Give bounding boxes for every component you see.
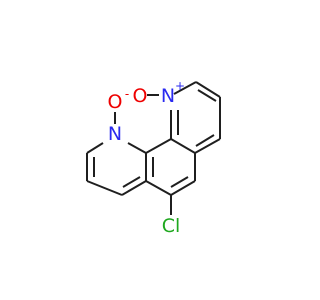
bond-c7-c6a [121, 180, 147, 196]
bond-c10b-c10a [145, 138, 172, 154]
bond-n2-c9 [86, 142, 104, 154]
bond-c7-c6a-inner [122, 176, 141, 188]
bond-c4a-c10b [170, 138, 196, 154]
bond-c6-c6a [145, 180, 172, 196]
bond-c2-c3 [195, 81, 221, 98]
atom-o1-label: O [133, 85, 148, 107]
bond-c4-c4a [194, 138, 221, 154]
molecule-diagram: N + O N O - Cl [86, 79, 221, 237]
atom-o2-charge: - [125, 87, 129, 101]
atom-n1-charge: + [175, 79, 185, 93]
bond-c4-c4a-inner [195, 134, 215, 147]
bond-c10a-n2 [127, 142, 147, 154]
atom-n1-label: N [161, 85, 175, 107]
atom-n2-label: N [108, 123, 122, 145]
bond-c8-c7 [86, 180, 123, 196]
atom-o2-label: O [108, 91, 123, 113]
bond-c2-c3-inner [197, 89, 217, 102]
bond-c5-c6 [170, 180, 196, 196]
atom-labels: N + O N O - Cl [108, 79, 186, 237]
bond-c5-c6-inner [170, 176, 189, 188]
atom-cl-label: Cl [162, 215, 181, 237]
bond-n1-c2 [173, 81, 197, 95]
structure-canvas: N + O N O - Cl [86, 79, 221, 237]
bonds [86, 81, 221, 215]
